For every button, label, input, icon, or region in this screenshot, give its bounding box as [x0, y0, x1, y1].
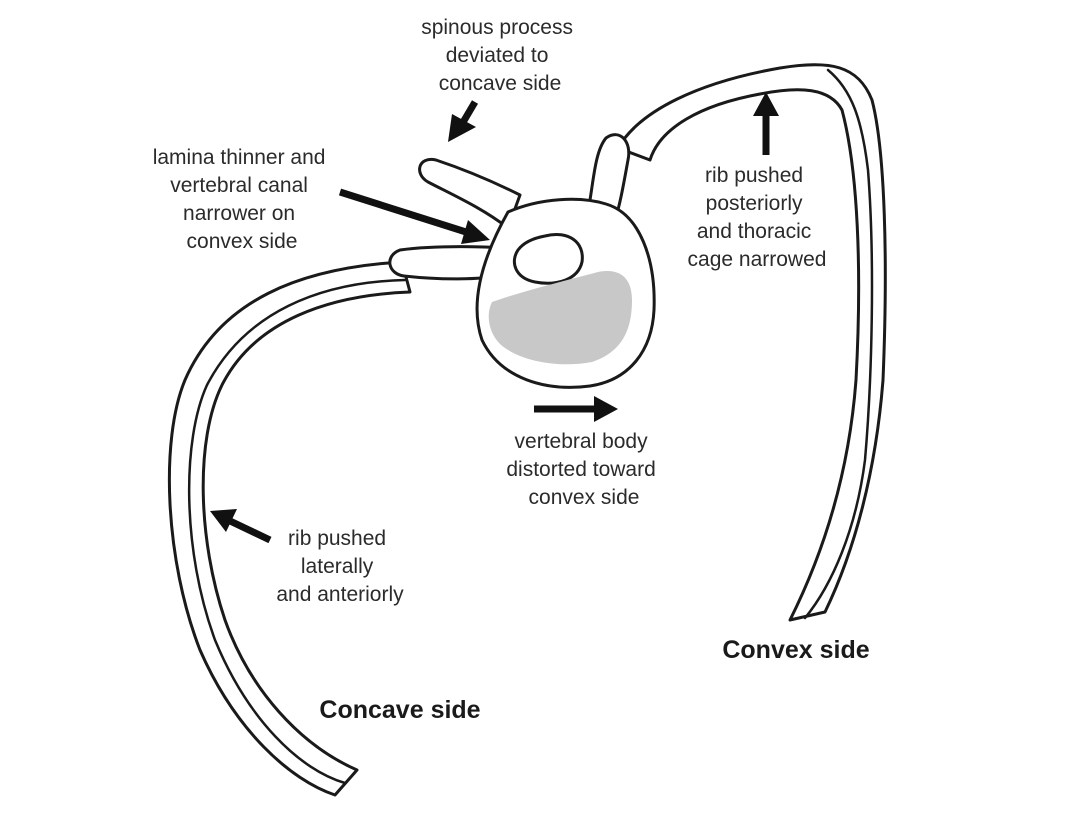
vertebral-canal	[512, 233, 584, 285]
arrow-spinous-process	[448, 100, 479, 142]
label-convex-side: Convex side	[722, 636, 869, 664]
right-rib-inner-line	[803, 68, 874, 620]
label-spinous-process: spinous process deviated to concave side	[421, 16, 579, 95]
vertebral-body-shaded	[488, 271, 632, 365]
left-rib-inner-line	[187, 278, 407, 785]
arrow-lamina	[338, 188, 490, 244]
label-vertebral-body: vertebral body distorted toward convex s…	[506, 430, 661, 509]
left-rib	[167, 260, 412, 797]
left-rib-outline	[167, 260, 412, 797]
right-rib	[616, 63, 887, 622]
label-rib-posterior: rib pushed posteriorly and thoracic cage…	[688, 164, 827, 271]
label-concave-side: Concave side	[319, 696, 480, 724]
arrow-rib-lateral	[210, 509, 272, 544]
vertebra	[388, 133, 656, 389]
right-rib-outline	[616, 63, 887, 622]
label-lamina: lamina thinner and vertebral canal narro…	[153, 146, 332, 253]
label-rib-lateral: rib pushed laterally and anteriorly	[276, 527, 404, 606]
spinous-process	[418, 157, 522, 230]
right-transverse-process	[588, 133, 631, 222]
arrow-vertebral-body	[534, 396, 618, 422]
left-transverse-process	[388, 245, 512, 281]
arrow-rib-posterior	[753, 92, 779, 155]
